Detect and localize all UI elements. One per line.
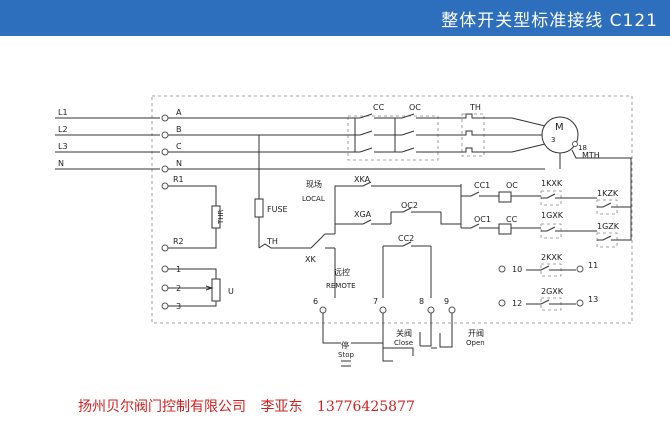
line-label-l1: L1	[58, 108, 68, 117]
motor-label: M	[555, 122, 564, 133]
label-fuse: FUSE	[267, 205, 288, 214]
label-remote-en: REMOTE	[326, 282, 356, 290]
terminal-1	[161, 265, 169, 273]
terminal-label-18: 18	[578, 144, 587, 152]
label-close-cn: 关阀	[396, 328, 412, 338]
terminal-a	[161, 114, 169, 122]
label-stop-en: Stop	[338, 351, 354, 359]
terminal-label-c: C	[176, 142, 182, 151]
label-th: TH	[469, 103, 481, 112]
label-cc-coil: CC	[506, 215, 518, 224]
label-2gxk: 2GXK	[541, 287, 564, 296]
label-oc: OC	[409, 103, 421, 112]
label-cc1: CC1	[474, 181, 490, 190]
label-cc2: CC2	[398, 234, 414, 243]
label-r1: R1	[173, 175, 184, 184]
terminal-r1	[161, 182, 169, 190]
terminal-label-b: B	[176, 125, 182, 134]
label-cc: CC	[373, 103, 385, 112]
terminal-c	[161, 148, 169, 156]
terminal-7	[379, 306, 387, 314]
footer-contact: 扬州贝尔阀门控制有限公司 李亚东 13776425877	[78, 396, 425, 416]
label-xka: XKA	[354, 175, 371, 184]
terminal-2	[161, 284, 169, 292]
contactor-block	[340, 113, 460, 161]
terminal-label-8: 8	[419, 297, 424, 306]
terminal-8	[427, 306, 435, 314]
label-1gzk: 1GZK	[597, 222, 620, 231]
label-2kxk: 2KXK	[541, 253, 563, 262]
terminal-label-9: 9	[444, 297, 449, 306]
terminal-label-12: 12	[512, 299, 522, 308]
terminal-13	[576, 299, 584, 307]
terminal-3	[161, 302, 169, 310]
label-thr: THR	[217, 209, 225, 225]
label-1gxk: 1GXK	[541, 211, 564, 220]
terminal-10	[498, 265, 506, 273]
label-local-cn: 现场	[306, 180, 322, 189]
label-open-cn: 开阀	[468, 329, 484, 338]
label-u: U	[228, 287, 234, 296]
motor: M 3	[511, 116, 579, 154]
label-close-en: Close	[394, 339, 413, 347]
line-label-l2: L2	[58, 125, 68, 134]
fuse	[254, 198, 264, 218]
contact-phone: 13776425877	[316, 399, 415, 415]
terminal-label-n: N	[176, 159, 182, 168]
label-oc1: OC1	[474, 215, 491, 224]
terminal-r2	[161, 244, 169, 252]
label-remote-cn: 远控	[334, 267, 350, 277]
coil-oc	[498, 191, 512, 203]
terminal-n	[161, 165, 169, 173]
label-xk: XK	[305, 255, 316, 264]
label-r2: R2	[173, 237, 184, 246]
label-1kxk: 1KXK	[541, 179, 563, 188]
terminal-12	[498, 299, 506, 307]
label-1kzk: 1KZK	[597, 189, 619, 198]
terminal-label-6: 6	[313, 297, 318, 306]
company-name: 扬州贝尔阀门控制有限公司	[78, 399, 246, 415]
terminal-label-7: 7	[373, 297, 378, 306]
terminal-b	[161, 131, 169, 139]
label-xga: XGA	[354, 210, 372, 219]
label-stop-cn: 停	[341, 340, 349, 350]
line-label-n: N	[58, 159, 64, 168]
label-open-en: Open	[466, 339, 485, 347]
limit-switches	[540, 190, 632, 248]
contact-name: 李亚东	[260, 399, 303, 415]
label-oc-coil: OC	[506, 181, 518, 190]
thermal-relay	[460, 113, 512, 157]
label-local-en: LOCAL	[302, 195, 325, 203]
diagram-title: 整体开关型标准接线 C121	[441, 11, 658, 31]
label-mth: MTH	[582, 151, 600, 160]
potentiometer	[211, 278, 221, 302]
coil-cc	[498, 223, 512, 235]
terminal-6	[319, 306, 327, 314]
terminal-label-a: A	[176, 108, 182, 117]
terminal-11	[576, 265, 584, 273]
terminal-label-10: 10	[512, 265, 522, 274]
terminal-9	[448, 306, 456, 314]
label-oc2: OC2	[401, 201, 418, 210]
label-th-control: TH	[266, 237, 278, 246]
enclosure-border	[151, 95, 633, 324]
header-banner: 整体开关型标准接线 C121	[0, 0, 670, 36]
terminal-label-13: 13	[588, 295, 598, 304]
line-label-l3: L3	[58, 142, 68, 151]
wiring-diagram: L1 L2 L3 N A B C N CC OC TH	[55, 95, 633, 367]
motor-phase-label: 3	[551, 136, 555, 144]
terminal-18	[572, 141, 578, 147]
terminal-label-11: 11	[588, 261, 598, 270]
